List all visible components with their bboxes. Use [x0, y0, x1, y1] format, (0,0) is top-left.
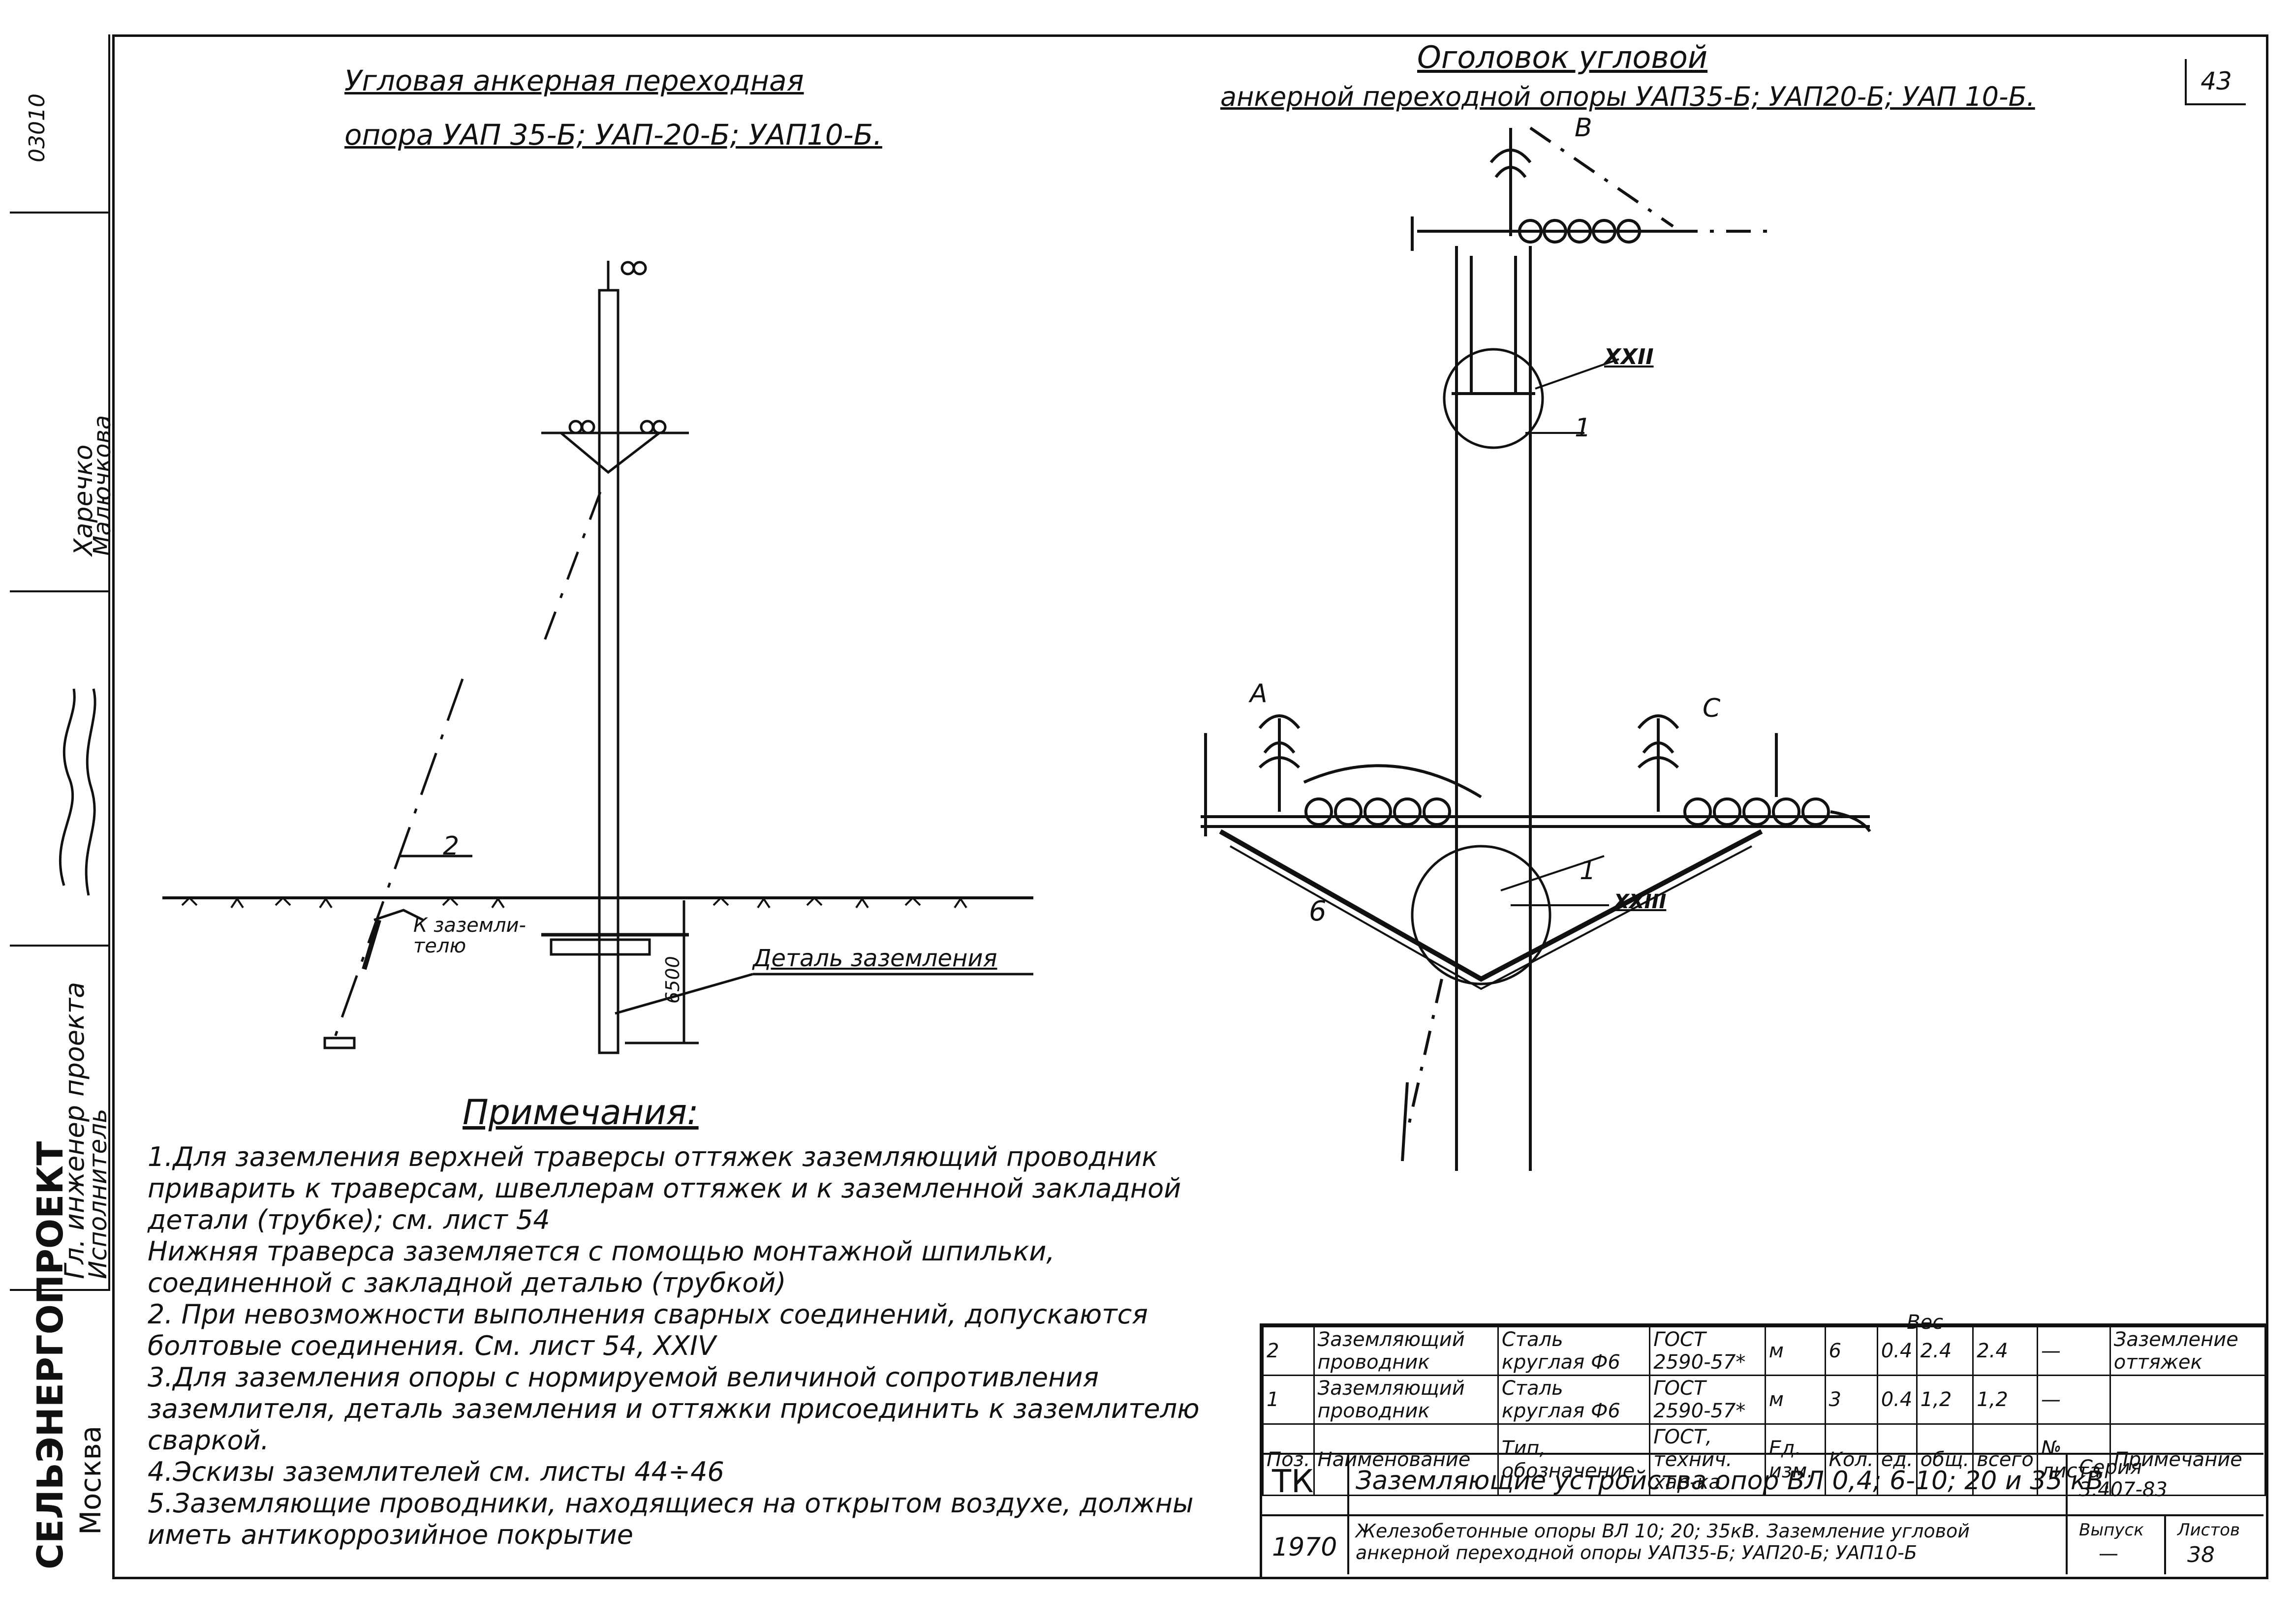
cell: 1,2: [1916, 1375, 1974, 1425]
grass-marks: [181, 896, 967, 909]
note-1b: Нижняя траверса заземляется с помощью мо…: [148, 1236, 1055, 1298]
cell: 2: [1262, 1326, 1315, 1376]
label-C: С: [1703, 694, 1721, 723]
left-title-2: опора УАП 35-Б; УАП-20-Б; УАП10-Б.: [344, 118, 882, 152]
header-cell: Тип, обозначение: [1497, 1423, 1651, 1496]
cell: 0.4: [1876, 1326, 1918, 1376]
sidebar-cell-names: Харечко Малючкова: [10, 212, 116, 592]
cell: 1,2: [1972, 1375, 2038, 1425]
note-1: 1.Для заземления верхней траверсы оттяже…: [148, 1141, 1181, 1235]
tb-sheet: 38: [2187, 1542, 2215, 1567]
cell: м: [1764, 1375, 1826, 1425]
header-cell: Поз.: [1262, 1423, 1315, 1496]
table-row: 1 Заземляющий проводник Сталь круглая Ф6…: [1262, 1375, 2266, 1425]
callout-6: 6: [1309, 895, 1327, 927]
note-5: 5.Заземляющие проводники, находящиеся на…: [148, 1488, 1194, 1550]
note-3: 3.Для заземления опоры с нормируемой вел…: [148, 1362, 1200, 1456]
cell: Заземление оттяжек: [2109, 1326, 2266, 1376]
cell: 1: [1262, 1375, 1315, 1425]
cell: 6: [1824, 1326, 1878, 1376]
tb-year: 1970: [1272, 1532, 1337, 1562]
cell: ГОСТ 2590-57*: [1649, 1375, 1766, 1425]
label-grounding-detail: Деталь заземления: [753, 945, 997, 972]
notes-block: 1.Для заземления верхней траверсы оттяже…: [148, 1141, 1220, 1551]
tb-code: ТК: [1272, 1464, 1314, 1500]
sidebar-stamp: 03010 Харечко Малючкова Гл. инженер прое…: [10, 34, 116, 1574]
header-cell: Ед. изм.: [1764, 1423, 1826, 1496]
cell: —: [2036, 1326, 2111, 1376]
drawing-frame: [112, 34, 2268, 1579]
tb-subtitle: Железобетонные опоры ВЛ 10; 20; 35кВ. За…: [1356, 1520, 1970, 1563]
sidebar-cell-roles: Гл. инженер проекта Исполнитель: [10, 945, 112, 1291]
right-pole-drawing: [1201, 126, 1871, 1171]
header-cell: всего: [1972, 1423, 2038, 1496]
tb-series-label: Серия: [2079, 1456, 2142, 1479]
callout-1-lower: 1: [1580, 856, 1596, 886]
cell: Заземляющий проводник: [1313, 1375, 1499, 1425]
label-A: А: [1250, 679, 1268, 708]
cell: [2109, 1375, 2266, 1425]
label-XXIII: XXIII: [1614, 890, 1667, 913]
table-row: 2 Заземляющий проводник Сталь круглая Ф6…: [1262, 1326, 2266, 1376]
cell: Заземляющий проводник: [1313, 1326, 1499, 1376]
sidebar-cell-signatures: [10, 590, 110, 947]
left-title-1: Угловая анкерная переходная: [344, 64, 804, 97]
note-2: 2. При невозможности выполнения сварных …: [148, 1299, 1148, 1361]
callout-1-upper: 1: [1575, 413, 1591, 443]
page-number: 43: [2185, 59, 2246, 105]
header-cell: ед.: [1876, 1423, 1918, 1496]
tb-sheet-label: Листов: [2177, 1520, 2240, 1540]
table-header-row: Поз. Наименование Тип, обозначение ГОСТ,…: [1262, 1423, 2266, 1496]
title-block: 2 Заземляющий проводник Сталь круглая Ф6…: [1260, 1311, 2266, 1577]
cell: 0.4: [1876, 1375, 1918, 1425]
header-cell: № листа: [2036, 1423, 2111, 1496]
cell: 3: [1824, 1375, 1878, 1425]
cell: ГОСТ 2590-57*: [1649, 1326, 1766, 1376]
tb-issue: —: [2099, 1542, 2118, 1565]
header-cell: общ.: [1916, 1423, 1974, 1496]
tb-title: Заземляющие устройства опор ВЛ 0,4; 6-10…: [1356, 1466, 2112, 1496]
header-cell: Кол.: [1824, 1423, 1878, 1496]
right-title-2: анкерной переходной опоры УАП35-Б; УАП20…: [1220, 81, 2035, 112]
header-cell: ГОСТ, технич. хар-ка: [1649, 1423, 1766, 1496]
left-pole-drawing: [162, 261, 1033, 1054]
right-title-1: Оголовок угловой: [1417, 39, 1708, 75]
label-XXII: XXII: [1604, 344, 1654, 369]
tb-issue-label: Выпуск: [2079, 1520, 2144, 1540]
signature-mark: [59, 688, 96, 896]
notes-heading: Примечания:: [463, 1092, 699, 1133]
callout-2: 2: [443, 831, 460, 861]
header-cell: Примечание: [2109, 1423, 2266, 1496]
header-cell: Наименование: [1313, 1423, 1499, 1496]
cell: 2.4: [1972, 1326, 2038, 1376]
note-4: 4.Эскизы заземлителей см. листы 44÷46: [148, 1456, 724, 1487]
tb-series: 3.407-83: [2079, 1478, 2168, 1501]
cell: Сталь круглая Ф6: [1497, 1326, 1651, 1376]
spec-table: 2 Заземляющий проводник Сталь круглая Ф6…: [1262, 1326, 2266, 1496]
cell: 2.4: [1916, 1326, 1974, 1376]
label-B: В: [1575, 113, 1592, 143]
weight-label: Вес: [1907, 1311, 1944, 1334]
cell: Сталь круглая Ф6: [1497, 1375, 1651, 1425]
label-to-ground-electrode: К заземли- телю: [413, 914, 526, 957]
cell: —: [2036, 1375, 2111, 1425]
dimension-6500: 6500: [662, 956, 683, 1004]
sidebar-cell-code: 03010: [10, 34, 110, 214]
cell: м: [1764, 1326, 1826, 1376]
